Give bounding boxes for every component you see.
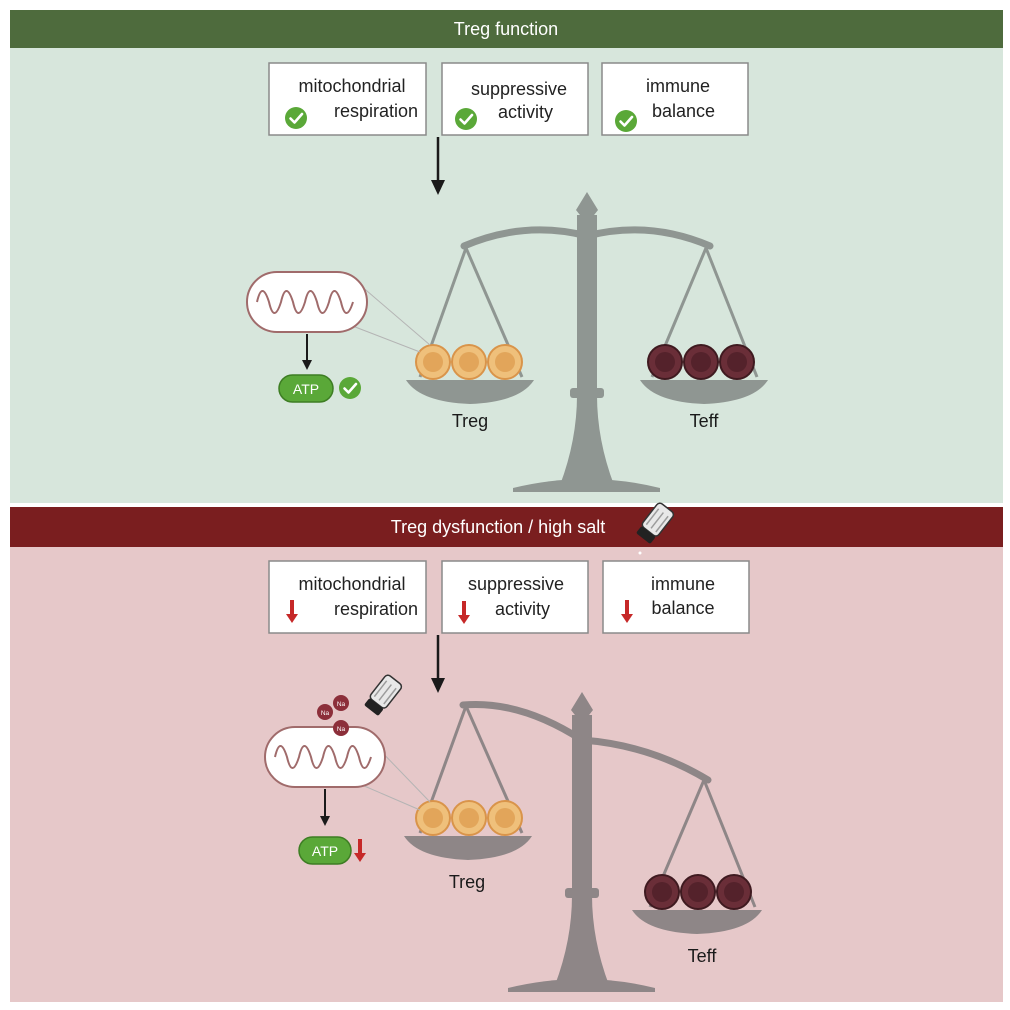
sodium-ion: Na bbox=[317, 704, 333, 720]
teff-cell bbox=[647, 344, 683, 380]
top-mito-arrow bbox=[302, 334, 312, 370]
top-teff-cells bbox=[647, 344, 755, 380]
box-line1: suppressive bbox=[471, 79, 567, 99]
teff-cell bbox=[683, 344, 719, 380]
box-line1: immune bbox=[646, 76, 710, 96]
box-line2: activity bbox=[495, 599, 550, 619]
atp-label: ATP bbox=[293, 381, 319, 397]
bottom-header-title: Treg dysfunction / high salt bbox=[391, 517, 605, 537]
top-treg-cells bbox=[415, 344, 523, 380]
salt-shaker-icon bbox=[364, 674, 403, 716]
svg-text:Na: Na bbox=[321, 710, 330, 717]
top-treg-label: Treg bbox=[452, 411, 488, 431]
box-line1: suppressive bbox=[468, 574, 564, 594]
box-line2: balance bbox=[651, 598, 714, 618]
treg-cell bbox=[487, 344, 523, 380]
top-flow-arrow bbox=[431, 137, 445, 195]
top-teff-label: Teff bbox=[690, 411, 720, 431]
bottom-teff-label: Teff bbox=[688, 946, 718, 966]
box-line2: respiration bbox=[334, 599, 418, 619]
teff-cell bbox=[716, 874, 752, 910]
box-line2: balance bbox=[652, 101, 715, 121]
svg-text:Na: Na bbox=[337, 726, 346, 733]
bottom-mitochondrion-icon bbox=[264, 726, 386, 788]
treg-cell bbox=[415, 800, 451, 836]
teff-cell bbox=[644, 874, 680, 910]
bottom-box-mitochondrial-respiration: mitochondrial respiration bbox=[268, 560, 427, 634]
salt-shaker-icon bbox=[636, 502, 675, 544]
top-panel-header bbox=[10, 10, 1003, 48]
top-box-immune-balance: immune balance bbox=[601, 62, 749, 136]
bottom-mito-arrow bbox=[320, 789, 330, 826]
bottom-box-suppressive-activity: suppressive activity bbox=[441, 560, 589, 634]
treg-cell bbox=[415, 344, 451, 380]
top-box-mitochondrial-respiration: mitochondrial respiration bbox=[268, 62, 427, 136]
bottom-atp-badge: ATP bbox=[298, 836, 352, 865]
bottom-treg-label: Treg bbox=[449, 872, 485, 892]
teff-cell bbox=[680, 874, 716, 910]
atp-check-icon bbox=[337, 375, 363, 401]
treg-cell bbox=[451, 800, 487, 836]
top-balance-scale bbox=[406, 192, 768, 492]
svg-text:Na: Na bbox=[337, 701, 346, 708]
check-icon bbox=[283, 105, 309, 131]
top-zoom-lines bbox=[349, 284, 431, 353]
treg-cell bbox=[487, 800, 523, 836]
check-icon bbox=[453, 106, 479, 132]
top-header-title: Treg function bbox=[454, 19, 558, 39]
sodium-ion: Na bbox=[333, 720, 349, 736]
bottom-panel-header bbox=[10, 507, 1003, 547]
bottom-flow-arrow bbox=[431, 635, 445, 693]
top-mitochondrion-icon bbox=[246, 271, 368, 333]
top-box-suppressive-activity: suppressive activity bbox=[441, 62, 589, 136]
box-line2: respiration bbox=[334, 101, 418, 121]
box-line2: activity bbox=[498, 102, 553, 122]
sodium-ions: Na Na Na bbox=[317, 695, 349, 736]
bottom-box-immune-balance: immune balance bbox=[602, 560, 750, 634]
atp-label: ATP bbox=[312, 843, 338, 859]
teff-cell bbox=[719, 344, 755, 380]
box-line1: immune bbox=[651, 574, 715, 594]
check-icon bbox=[613, 108, 639, 134]
sodium-ion: Na bbox=[333, 695, 349, 711]
box-line1: mitochondrial bbox=[298, 76, 405, 96]
bottom-teff-cells bbox=[644, 874, 752, 910]
treg-cell bbox=[451, 344, 487, 380]
bottom-treg-cells bbox=[415, 800, 523, 836]
top-atp-badge: ATP bbox=[278, 374, 334, 403]
box-line1: mitochondrial bbox=[298, 574, 405, 594]
